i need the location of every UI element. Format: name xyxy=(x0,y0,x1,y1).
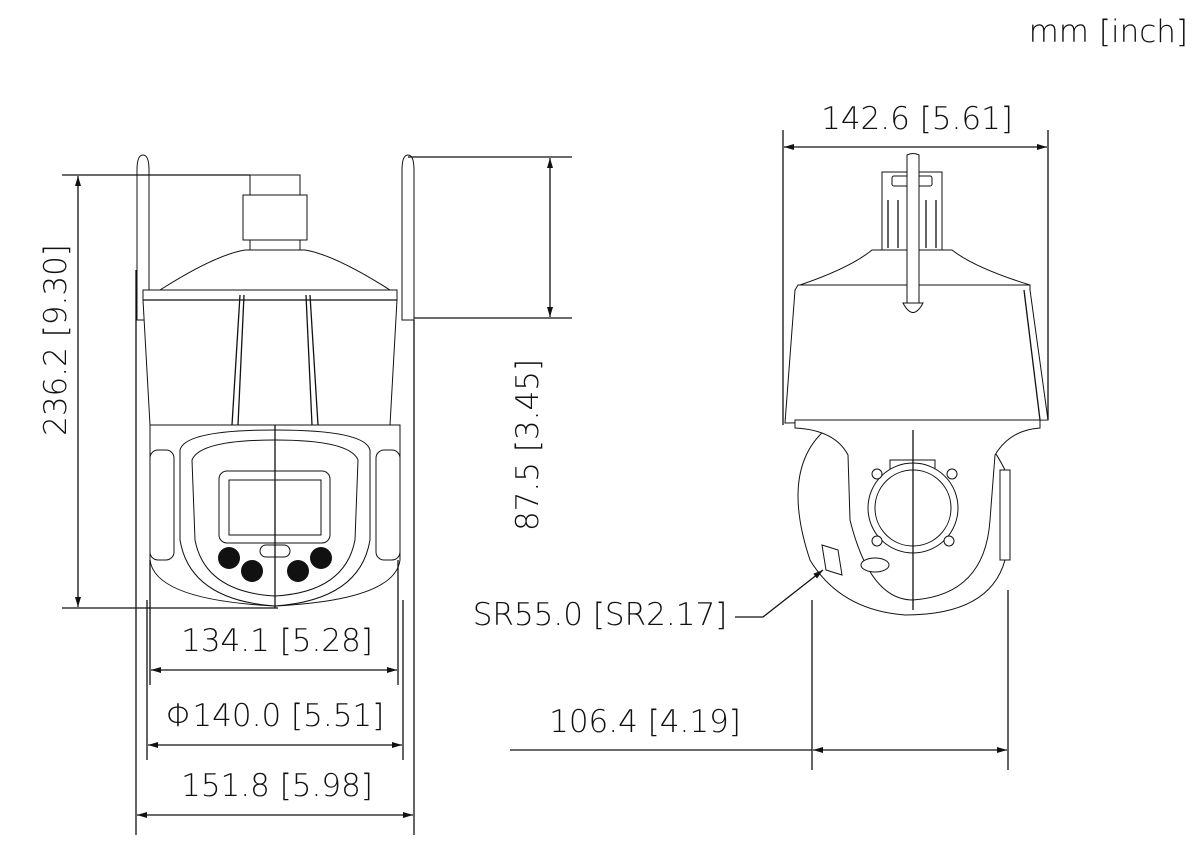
screw xyxy=(946,468,958,480)
front-dimensions: 236.2 [9.30] 87.5 [3.45] 134.1 [5.28] Φ1… xyxy=(38,156,572,835)
side-panel xyxy=(999,469,1011,561)
dome-cap xyxy=(158,249,392,291)
antenna-right xyxy=(401,154,415,321)
units-label: mm [inch] xyxy=(1029,14,1188,50)
dim-top-width: 142.6 [5.61] xyxy=(821,101,1013,137)
antenna-left xyxy=(136,154,150,321)
screw xyxy=(871,535,883,547)
dim-body-width: 134.1 [5.28] xyxy=(181,623,373,659)
side-dimensions: 142.6 [5.61] SR55.0 [SR2.17] 106.4 [4.19… xyxy=(473,101,1049,770)
ir-led xyxy=(241,560,263,582)
screw xyxy=(871,468,883,480)
dim-depth: 106.4 [4.19] xyxy=(549,704,741,740)
ir-led xyxy=(218,547,240,569)
dim-total-width: 151.8 [5.98] xyxy=(181,768,373,804)
dim-sphere-radius: SR55.0 [SR2.17] xyxy=(473,597,728,633)
front-view-camera xyxy=(136,154,415,608)
antenna xyxy=(906,153,920,313)
dim-antenna-height: 87.5 [3.45] xyxy=(510,359,546,531)
side-view-camera xyxy=(784,153,1049,616)
ir-led xyxy=(287,560,309,582)
ir-led xyxy=(310,547,332,569)
screw xyxy=(943,535,955,547)
dome-body xyxy=(142,289,398,426)
dim-height-total: 236.2 [9.30] xyxy=(38,244,74,436)
dim-diameter: Φ140.0 [5.51] xyxy=(166,698,384,734)
